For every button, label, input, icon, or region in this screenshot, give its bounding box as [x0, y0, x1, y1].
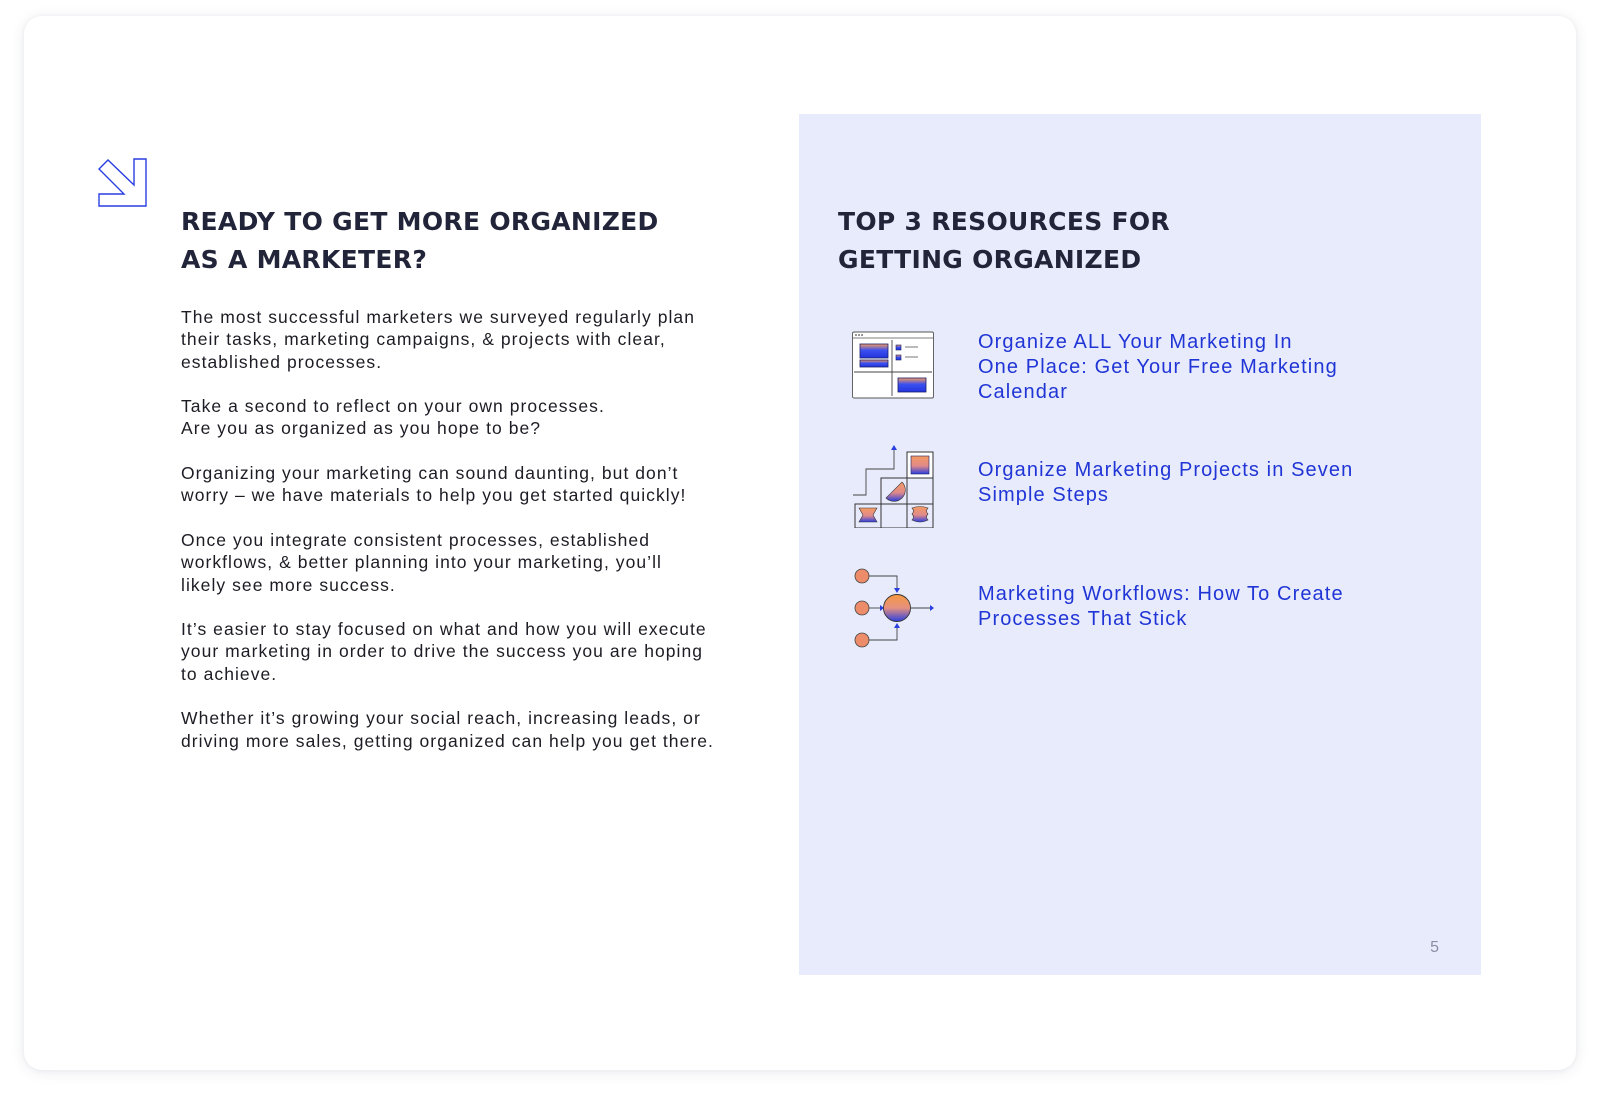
arrow-down-right-icon — [98, 158, 147, 207]
intro-section: READY TO GET MORE ORGANIZED AS A MARKETE… — [181, 203, 781, 774]
link-line[interactable]: Processes That Stick — [978, 608, 1188, 630]
resource-link-marketing-calendar[interactable]: Organize ALL Your Marketing In One Place… — [852, 330, 1337, 414]
workflow-icon — [854, 568, 934, 648]
text-line: your marketing in order to drive the suc… — [181, 641, 704, 662]
text-line: It’s easier to stay focused on what and … — [181, 619, 707, 640]
text-line: workflows, & better planning into your m… — [181, 552, 662, 573]
heading-line: GETTING ORGANIZED — [838, 245, 1142, 274]
text-line: likely see more success. — [181, 574, 396, 595]
heading-line: READY TO GET MORE ORGANIZED — [181, 207, 659, 236]
heading-line: AS A MARKETER? — [181, 245, 428, 274]
text-line: driving more sales, getting organized ca… — [181, 730, 714, 751]
resource-link-workflows[interactable]: Marketing Workflows: How To Create Proce… — [852, 568, 1343, 652]
text-line: Organizing your marketing can sound daun… — [181, 463, 679, 484]
resource-link-text[interactable]: Marketing Workflows: How To Create Proce… — [978, 582, 1344, 632]
text-line: Take a second to reflect on your own pro… — [181, 396, 605, 417]
project-steps-icon — [853, 445, 934, 528]
resource-link-text[interactable]: Organize ALL Your Marketing In One Place… — [978, 330, 1338, 405]
text-line: The most successful marketers we surveye… — [181, 307, 695, 327]
link-line[interactable]: Marketing Workflows: How To Create — [978, 583, 1344, 605]
paragraph: Take a second to reflect on your own pro… — [181, 395, 781, 440]
paragraph: It’s easier to stay focused on what and … — [181, 618, 781, 685]
link-line[interactable]: Organize Marketing Projects in Seven — [978, 459, 1354, 481]
link-line[interactable]: Calendar — [978, 381, 1068, 403]
page-number: 5 — [1430, 939, 1439, 956]
resource-link-project-steps[interactable]: Organize Marketing Projects in Seven Sim… — [852, 444, 1352, 528]
text-line: Are you as organized as you hope to be? — [181, 418, 542, 439]
text-line: Once you integrate consistent processes,… — [181, 529, 651, 550]
text-line: established processes. — [181, 351, 383, 372]
intro-body: The most successful marketers we surveye… — [181, 306, 781, 752]
marketing-calendar-icon — [852, 331, 934, 399]
resources-heading: TOP 3 RESOURCES FOR GETTING ORGANIZED — [838, 203, 1170, 279]
text-line: worry – we have materials to help you ge… — [181, 485, 687, 506]
text-line: Whether it’s growing your social reach, … — [181, 708, 701, 729]
link-line[interactable]: One Place: Get Your Free Marketing — [978, 356, 1338, 378]
heading-line: TOP 3 RESOURCES FOR — [838, 207, 1170, 236]
resource-link-text[interactable]: Organize Marketing Projects in Seven Sim… — [978, 458, 1353, 508]
text-line: their tasks, marketing campaigns, & proj… — [181, 329, 666, 350]
link-line[interactable]: Simple Steps — [978, 484, 1110, 506]
link-line[interactable]: Organize ALL Your Marketing In — [978, 331, 1293, 353]
paragraph: Organizing your marketing can sound daun… — [181, 462, 781, 507]
paragraph: Whether it’s growing your social reach, … — [181, 707, 781, 752]
paragraph: The most successful marketers we surveye… — [181, 306, 781, 373]
paragraph: Once you integrate consistent processes,… — [181, 529, 781, 596]
text-line: to achieve. — [181, 663, 278, 684]
resources-panel: TOP 3 RESOURCES FOR GETTING ORGANIZED — [799, 114, 1481, 975]
intro-heading: READY TO GET MORE ORGANIZED AS A MARKETE… — [181, 203, 781, 279]
